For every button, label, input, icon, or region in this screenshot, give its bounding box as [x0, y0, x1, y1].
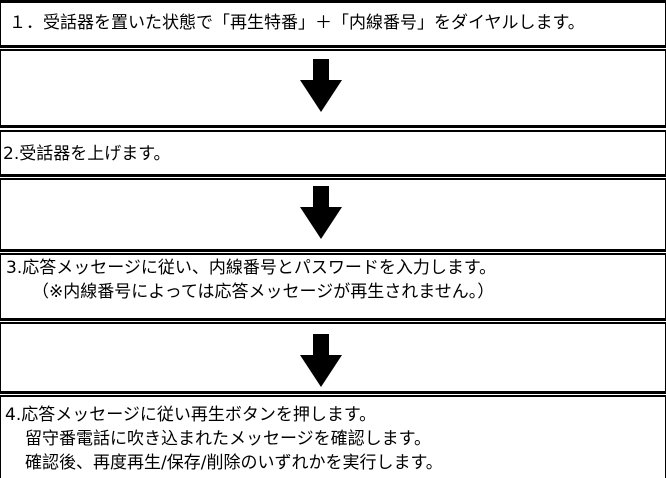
arrow-box-3 — [0, 322, 666, 394]
step-3-text-line-1: 3.応答メッセージに従い、内線番号とパスワードを入力します。 — [6, 258, 497, 278]
step-4-text-line-2: 留守番電話に吹き込まれたメッセージを確認します。 — [25, 429, 431, 449]
step-2-text: 2.受話器を上げます。 — [3, 144, 171, 164]
down-arrow-icon — [300, 334, 342, 387]
step-box-1: １．受話器を置いた状態で「再生特番」＋「内線番号」をダイヤルします。 — [0, 0, 666, 48]
step-box-3: 3.応答メッセージに従い、内線番号とパスワードを入力します。 （※内線番号によっ… — [0, 253, 666, 321]
step-4-text-line-1: 4.応答メッセージに従い再生ボタンを押します。 — [5, 405, 377, 425]
step-3-text-line-2: （※内線番号によっては応答メッセージが再生されません。） — [32, 282, 495, 302]
step-4-text-line-3: 確認後、再度再生/保存/削除のいずれかを実行します。 — [25, 453, 443, 473]
down-arrow-icon — [300, 59, 342, 112]
step-1-text: １．受話器を置いた状態で「再生特番」＋「内線番号」をダイヤルします。 — [9, 13, 585, 33]
step-box-2: 2.受話器を上げます。 — [0, 130, 666, 177]
down-arrow-icon — [300, 186, 342, 239]
arrow-box-2 — [0, 178, 666, 252]
arrow-box-1 — [0, 49, 666, 128]
step-box-4: 4.応答メッセージに従い再生ボタンを押します。 留守番電話に吹き込まれたメッセー… — [0, 395, 666, 478]
